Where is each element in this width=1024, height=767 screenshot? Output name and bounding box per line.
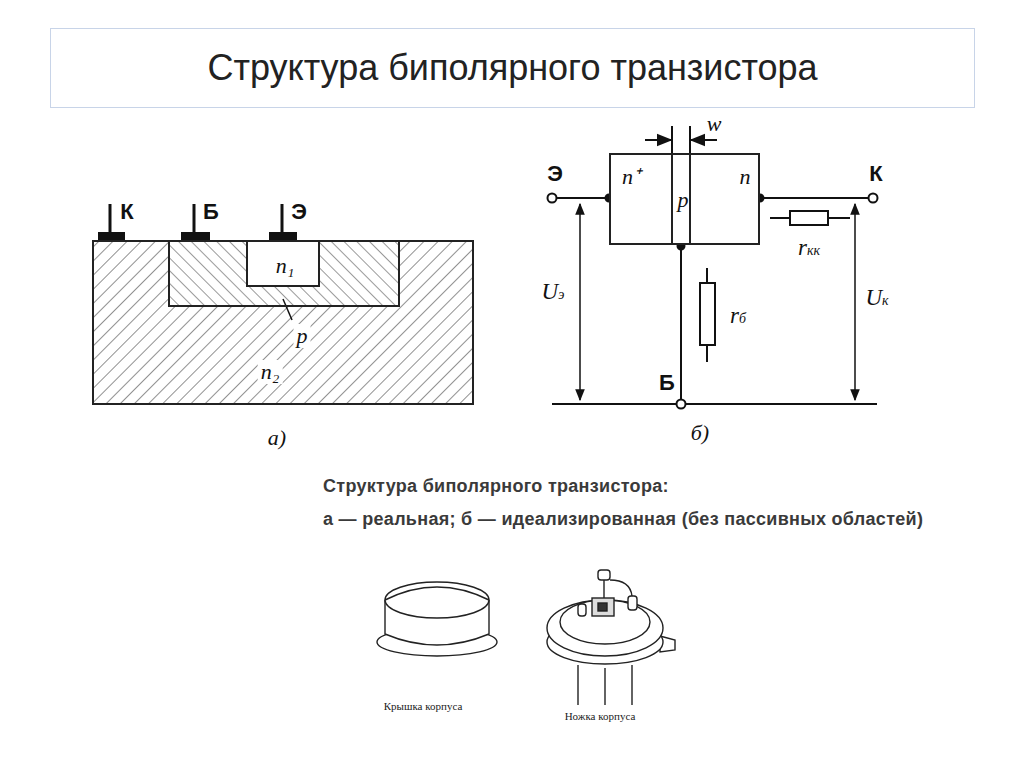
part-name: Крышка корпуса	[384, 700, 463, 712]
region-label: n₁	[276, 255, 295, 277]
region-label: p	[678, 189, 689, 211]
part-name: Ножка корпуса	[565, 710, 636, 722]
collector-region: n	[689, 153, 760, 245]
region-label: n₂	[258, 360, 283, 384]
caption-line: а — реальная; б — идеализированная (без …	[323, 510, 923, 530]
base-region: p	[671, 153, 691, 245]
terminal-name: К	[869, 162, 882, 186]
ideal-structure	[548, 126, 878, 409]
resistor-label: rб	[730, 303, 746, 328]
voltage-label: Uэ	[542, 279, 565, 304]
region-label: n	[740, 166, 751, 188]
emitter-region: n⁺	[609, 153, 673, 245]
title-text: Структура биполярного транзистора	[207, 47, 817, 89]
n2-region: n₂pn₁	[92, 240, 474, 405]
terminal-name: Э	[547, 162, 563, 186]
housing-cap	[377, 582, 497, 656]
n1-region: n₁	[246, 240, 320, 287]
real-structure	[92, 204, 474, 405]
figure-index: б)	[691, 421, 709, 445]
terminal-name: Э	[291, 200, 307, 224]
resistor-label: rкк	[798, 235, 820, 260]
terminal-name: К	[120, 200, 133, 224]
region-label: n⁺	[622, 166, 640, 188]
p-region: pn₁	[168, 240, 400, 307]
terminal-name: Б	[659, 371, 675, 395]
terminal-name: Б	[203, 200, 219, 224]
region-label: p	[294, 324, 311, 348]
dimension-label: w	[707, 112, 722, 136]
voltage-label: Uк	[865, 285, 888, 310]
figure-index: а)	[268, 426, 286, 450]
title-box: Структура биполярного транзистора	[50, 28, 975, 108]
caption-text: Структура биполярного транзистора:	[323, 476, 669, 497]
housing-base	[547, 570, 675, 705]
